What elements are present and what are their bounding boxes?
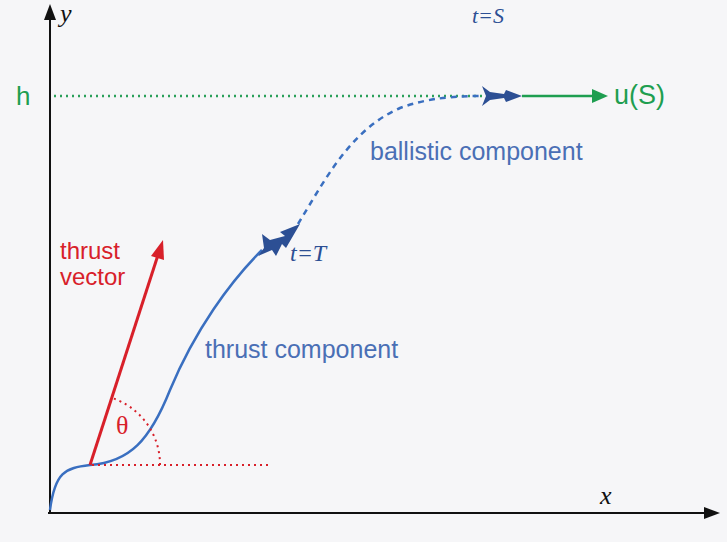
reference-line [92, 464, 272, 466]
time-label: t=S [472, 4, 504, 28]
rocket-symbol [482, 86, 522, 106]
phase-label: ballistic component [370, 138, 583, 166]
axis-label: x [600, 482, 612, 511]
angle-arc [112, 398, 160, 465]
thrust-arrow-head [151, 240, 164, 260]
height-label: h [16, 82, 30, 111]
thrust-vector-label: thrust vector [60, 238, 144, 291]
angle-label: θ [116, 412, 128, 441]
velocity-label: u(S) [614, 81, 665, 111]
y-axis [49, 10, 51, 514]
axis-label: y [60, 0, 72, 29]
velocity-arrow [522, 95, 598, 98]
height-line [54, 95, 486, 98]
x-axis [48, 512, 712, 514]
velocity-arrow-head [592, 89, 608, 103]
time-label: t=T [290, 240, 326, 266]
phase-label: thrust component [205, 336, 398, 364]
y-axis-head [44, 4, 56, 20]
x-axis-head [704, 507, 720, 519]
